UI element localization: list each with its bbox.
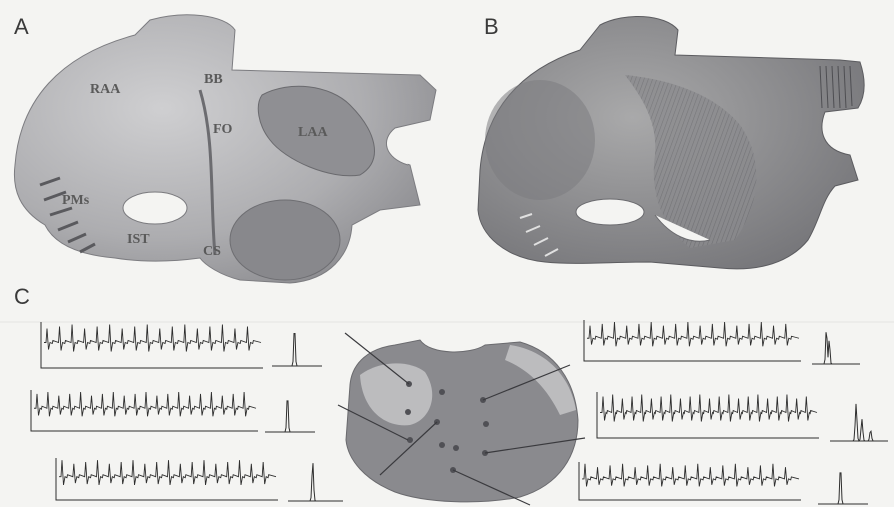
electrogram-waveform [34,392,256,416]
spectrum-right-2 [830,393,888,443]
spectrum-curve [830,404,888,441]
spectrum-left-3 [288,455,343,503]
electrogram-right-1 [583,318,803,363]
electrogram-left-3 [55,456,280,502]
spectrum-curve [272,333,322,366]
electrogram-waveform [587,322,799,346]
electrogram-waveform [59,460,276,485]
spectrum-left-1 [272,318,322,368]
electrogram-left-1 [40,320,265,370]
electrogram-right-3 [578,460,803,502]
spectrum-curve [288,463,343,501]
electrogram-left-2 [30,388,260,433]
spectrum-curve [265,401,315,432]
spectrum-curve [818,473,868,504]
spectrum-curve [812,332,860,364]
electrogram-waveform [582,464,799,487]
electrogram-right-2 [596,390,821,440]
spectrum-left-2 [265,386,315,434]
electrogram-waveform [600,395,817,422]
electrogram-waveform [44,325,261,352]
spectrum-right-3 [818,458,868,506]
spectrum-right-1 [812,318,860,366]
